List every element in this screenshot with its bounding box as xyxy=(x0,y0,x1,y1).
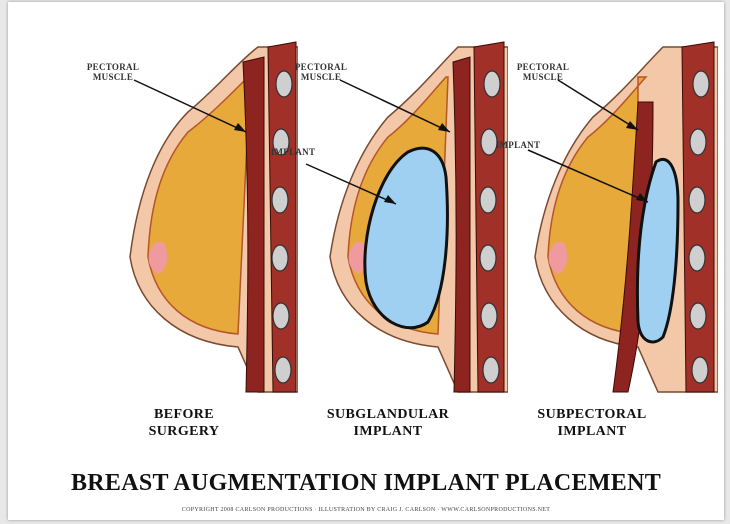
implant-label: IMPLANT xyxy=(483,140,553,150)
pectoral-muscle-label: PECTORAL MUSCLE xyxy=(286,62,356,82)
copyright-line: COPYRIGHT 2008 CARLSON PRODUCTIONS · ILL… xyxy=(8,507,724,513)
caption-line: SUBGLANDULAR xyxy=(308,406,468,423)
panel-subpectoral: PECTORAL MUSCLE IMPLANT xyxy=(488,2,718,402)
caption-line: SURGERY xyxy=(104,423,264,440)
page-title: BREAST AUGMENTATION IMPLANT PLACEMENT xyxy=(8,470,724,497)
pectoral-muscle-label: PECTORAL MUSCLE xyxy=(508,62,578,82)
caption-subglandular: SUBGLANDULAR IMPLANT xyxy=(308,406,468,440)
caption-subpectoral: SUBPECTORAL IMPLANT xyxy=(512,406,672,440)
implant-label: IMPLANT xyxy=(258,147,328,157)
panel-before-surgery: PECTORAL MUSCLE xyxy=(68,2,298,402)
caption-before-surgery: BEFORE SURGERY xyxy=(104,406,264,440)
panel-subglandular: PECTORAL MUSCLE IMPLANT xyxy=(278,2,508,402)
caption-line: IMPLANT xyxy=(512,423,672,440)
caption-line: SUBPECTORAL xyxy=(512,406,672,423)
caption-line: IMPLANT xyxy=(308,423,468,440)
caption-line: BEFORE xyxy=(104,406,264,423)
illustration-sheet: PECTORAL MUSCLE PECTORAL MUSCLE IM xyxy=(8,2,724,520)
pectoral-muscle-label: PECTORAL MUSCLE xyxy=(78,62,148,82)
